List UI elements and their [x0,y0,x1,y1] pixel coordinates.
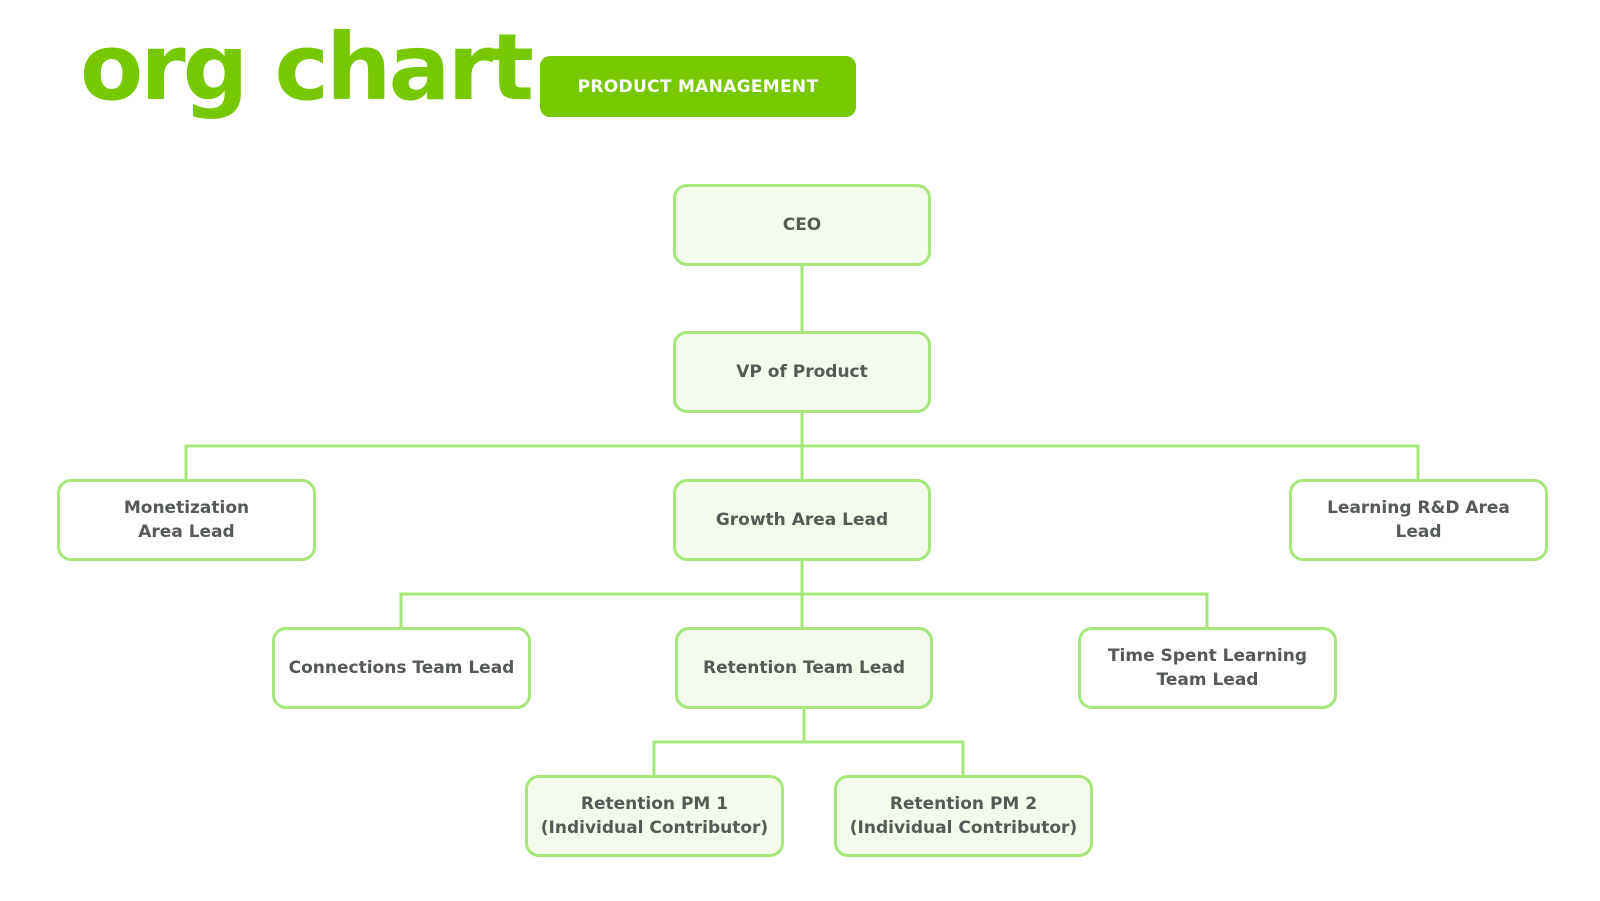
node-time-spent-learning-team-lead: Time Spent Learning Team Lead [1078,627,1337,709]
node-connections-team-lead: Connections Team Lead [272,627,531,709]
node-retention-team-lead: Retention Team Lead [675,627,933,709]
node-retention-pm-1: Retention PM 1 (Individual Contributor) [525,775,784,857]
node-learning-rd-area-lead: Learning R&D Area Lead [1289,479,1548,561]
node-retention-pm-2: Retention PM 2 (Individual Contributor) [834,775,1093,857]
department-badge: PRODUCT MANAGEMENT [540,56,856,117]
page-title: org chart [80,14,534,121]
node-monetization-area-lead: Monetization Area Lead [57,479,316,561]
node-growth-area-lead: Growth Area Lead [673,479,931,561]
node-ceo: CEO [673,184,931,266]
node-vp-of-product: VP of Product [673,331,931,413]
